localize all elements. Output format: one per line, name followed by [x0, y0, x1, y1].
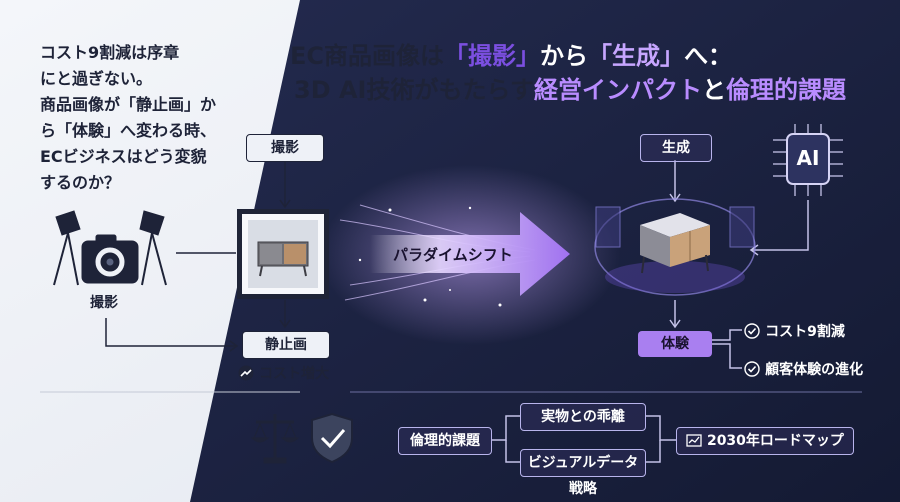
cost-increase-label: コスト増大	[259, 366, 330, 382]
title-part: EC商品画像は	[290, 42, 445, 70]
camera-label: 撮影	[90, 295, 118, 311]
title-highlight-generate: 「生成」	[588, 42, 685, 70]
paradigm-shift-arrow	[339, 204, 570, 307]
still-image-frame	[237, 209, 329, 299]
hologram-product-icon	[594, 198, 756, 296]
title-part: から	[540, 42, 589, 70]
title-part: 3D AI技術がもたらす	[294, 76, 534, 104]
benefit-experience: 顧客体験の進化	[744, 359, 863, 379]
check-circle-icon	[744, 361, 760, 377]
experience-box: 体験	[638, 331, 712, 357]
intro-line: するのか？	[40, 173, 121, 192]
intro-line: ら「体験」へ変わる時、	[40, 121, 217, 140]
cabinet-icon	[248, 220, 318, 288]
title-highlight-impact: 経営インパクト	[534, 76, 702, 104]
cost-increase: コスト増大	[238, 363, 329, 383]
still-image-box: 静止画	[242, 331, 330, 359]
page-title-line1: EC商品画像は「撮影」から「生成」へ：	[290, 36, 732, 71]
justice-scales-icon	[250, 412, 353, 464]
intro-text: コスト9割減は序章 にと過ぎない。 商品画像が「静止画」か ら「体験」へ変わる時…	[40, 40, 216, 196]
intro-line: ECビジネスはどう変貌	[40, 147, 207, 166]
calendar-chart-icon	[686, 434, 702, 447]
roadmap-box: 2030年ロードマップ	[676, 427, 854, 455]
roadmap-label: 2030年ロードマップ	[706, 433, 844, 449]
title-part: へ：	[684, 42, 733, 70]
page-title-line2: 3D AI技術がもたらす経営インパクトと倫理的課題	[294, 70, 846, 105]
ai-chip-label: AI	[796, 146, 820, 170]
title-part: と	[702, 76, 726, 104]
ai-chip-icon	[773, 124, 843, 196]
intro-line: にと過ぎない。	[40, 69, 153, 88]
trend-up-icon	[238, 365, 254, 381]
photo-box: 撮影	[246, 134, 324, 162]
visual-data-strategy-box: ビジュアルデータ戦略	[520, 449, 646, 497]
benefit-cost: コスト9割減	[744, 321, 845, 341]
camera-studio-icon	[53, 210, 167, 286]
intro-line: 商品画像が「静止画」か	[40, 95, 217, 114]
ethics-box: 倫理的課題	[398, 427, 492, 455]
generate-box: 生成	[640, 134, 712, 162]
benefit-cost-label: コスト9割減	[765, 324, 845, 340]
benefit-experience-label: 顧客体験の進化	[765, 362, 864, 378]
title-highlight-photo: 「撮影」	[444, 42, 541, 70]
intro-line: コスト9割減は序章	[40, 43, 180, 62]
reality-gap-box: 実物との乖離	[520, 403, 646, 431]
title-highlight-ethics: 倫理的課題	[726, 76, 846, 104]
check-circle-icon	[744, 323, 760, 339]
paradigm-shift-label: パラダイムシフト	[393, 246, 513, 264]
